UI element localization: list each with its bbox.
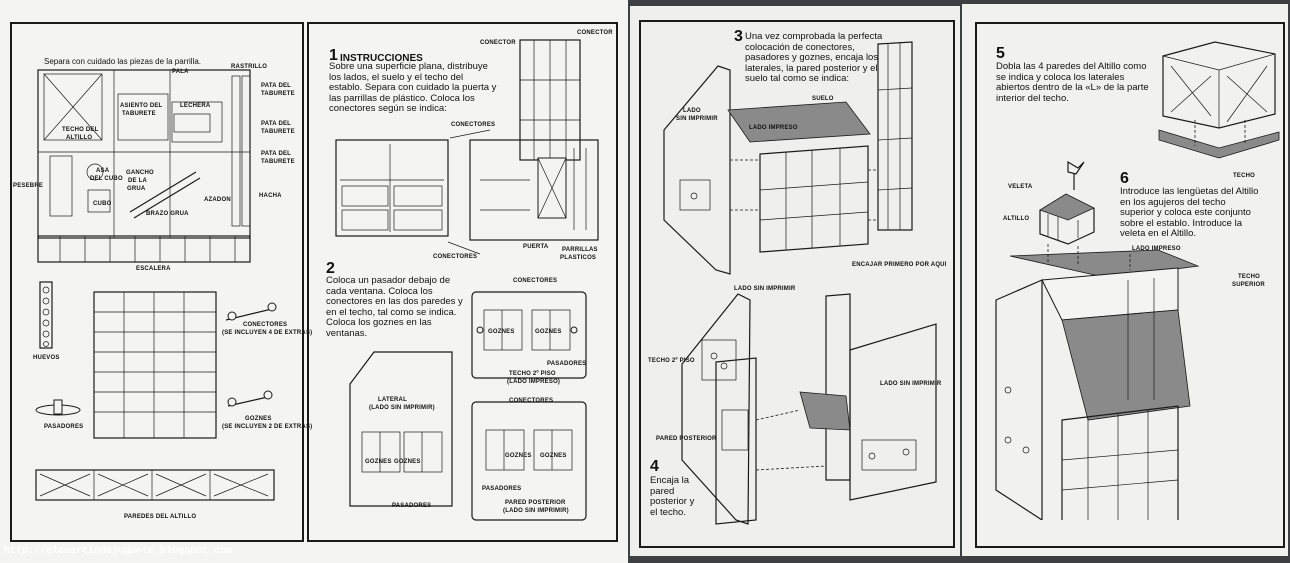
label-azadon: AZADON: [204, 197, 231, 203]
step-1-drawing: [335, 39, 599, 255]
label-encajar: ENCAJAR PRIMERO POR AQUI: [852, 262, 947, 268]
label-gancho-1: GANCHO: [126, 170, 154, 176]
step-5-drawing: [1158, 41, 1280, 159]
step-1-text: Sobre una superficie plana, distribuye l…: [329, 61, 497, 114]
label-plasticos: PLASTICOS: [560, 255, 597, 261]
label-goznes-c2: GOZNES: [540, 453, 567, 459]
label-lado-impreso-a: (LADO IMPRESO): [507, 379, 561, 385]
label-conector-b: CONECTOR: [577, 30, 613, 36]
label-lado-impreso-6: LADO IMPRESO: [1132, 246, 1181, 252]
label-conector-a: CONECTOR: [480, 40, 516, 46]
label-asa-1: ASA: [96, 168, 110, 174]
step-1-number: 1: [329, 47, 338, 64]
label-lado-2: SIN IMPRIMIR: [676, 116, 718, 122]
label-goznes: GOZNES: [245, 416, 272, 422]
label-goznes-c1: GOZNES: [505, 453, 532, 459]
label-conectores-note: (SE INCLUYEN 4 DE EXTRAS): [222, 330, 313, 336]
step-2-number: 2: [326, 260, 335, 277]
step-1-title: INSTRUCCIONES: [340, 53, 423, 64]
source-url: http://elcuartindejuguete.blogspot.com: [4, 546, 233, 557]
label-paredes-altillo: PAREDES DEL ALTILLO: [124, 514, 197, 520]
label-huevos: HUEVOS: [33, 355, 60, 361]
label-lado-sin-imprimir-top: LADO SIN IMPRIMIR: [734, 286, 796, 292]
label-lado-sin-imprimir-right: LADO SIN IMPRIMIR: [880, 381, 942, 387]
label-lado-1: LADO: [683, 108, 701, 114]
label-lado-impreso: LADO IMPRESO: [749, 125, 798, 131]
label-veleta: VELETA: [1008, 184, 1033, 190]
label-pared-posterior: PARED POSTERIOR: [505, 500, 566, 506]
label-techo-superior-2: SUPERIOR: [1232, 282, 1265, 288]
label-hacha: HACHA: [259, 193, 282, 199]
label-asa-2: DEL CUBO: [90, 176, 123, 182]
label-conectores-a: CONECTORES: [513, 278, 558, 284]
label-gancho-3: GRUA: [127, 186, 146, 192]
paper-middle: [630, 6, 960, 556]
parts-sprue-drawing: [35, 69, 277, 501]
label-asiento-1: ASIENTO DEL: [120, 103, 163, 109]
label-cubo: CUBO: [93, 201, 112, 207]
step-4-drawing: [681, 293, 937, 525]
label-taburete-3: TABURETE: [261, 159, 295, 165]
step-3-number: 3: [734, 28, 743, 45]
label-taburete-1: TABURETE: [261, 91, 295, 97]
label-parrillas: PARRILLAS: [562, 247, 598, 253]
label-techo-1: TECHO DEL: [62, 127, 99, 133]
panel-steps-5-6: [975, 22, 1285, 548]
label-pared-posterior-3: PARED POSTERIOR: [656, 436, 717, 442]
label-techo-2-piso: TECHO 2º PISO: [509, 371, 556, 377]
step-5-text: Dobla las 4 paredes del Altillo como se …: [996, 61, 1149, 104]
label-suelo: SUELO: [812, 96, 834, 102]
step-6-text: Introduce las lengüetas del Altillo en l…: [1120, 186, 1259, 239]
label-pesebre: PESEBRE: [13, 183, 44, 189]
panel-parts: [10, 22, 304, 542]
label-pata-2: PATA DEL: [261, 121, 292, 127]
label-techo-2-piso-3: TECHO 2º PISO: [648, 358, 695, 364]
label-pasadores-c: PASADORES: [482, 486, 522, 492]
label-goznes-a2: GOZNES: [535, 329, 562, 335]
step-4-text: Encaja la pared posterior y el techo.: [650, 475, 695, 518]
label-conectores-bottom: CONECTORES: [433, 254, 478, 260]
step-4-number: 4: [650, 458, 659, 475]
label-pasadores: PASADORES: [44, 424, 84, 430]
label-lado-sin-imprimir-a: (LADO SIN IMPRIMIR): [369, 405, 435, 411]
panel-steps-3-4: [639, 20, 955, 548]
label-goznes-note: (SE INCLUYEN 2 DE EXTRAS): [222, 424, 313, 430]
label-pasadores-a: PASADORES: [547, 361, 587, 367]
step-3-text: Una vez comprobada la perfecta colocació…: [745, 31, 883, 84]
label-conectores: CONECTORES: [243, 322, 288, 328]
panel-steps-1-2: [307, 22, 618, 542]
label-conectores-top: CONECTORES: [451, 122, 496, 128]
label-puerta: PUERTA: [523, 244, 549, 250]
label-techo-superior-1: TECHO: [1238, 274, 1260, 280]
step-2-text: Coloca un pasador debajo de cada ventana…: [326, 275, 463, 339]
label-goznes-b1: GOZNES: [365, 459, 392, 465]
label-pasadores-b: PASADORES: [392, 503, 432, 509]
step-5-number: 5: [996, 45, 1005, 62]
label-altillo: ALTILLO: [1003, 216, 1030, 222]
label-conectores-c: CONECTORES: [509, 398, 554, 404]
step-2-drawing: [349, 291, 587, 521]
label-pala: PALA: [172, 69, 189, 75]
label-goznes-a1: GOZNES: [488, 329, 515, 335]
label-gancho-2: DE LA: [128, 178, 147, 184]
label-pata-3: PATA DEL: [261, 151, 292, 157]
step-6-drawing: [995, 160, 1200, 520]
label-techo: TECHO: [1233, 173, 1255, 179]
label-rastrillo: RASTRILLO: [231, 64, 268, 70]
label-techo-2: ALTILLO: [66, 135, 93, 141]
label-escalera: ESCALERA: [136, 266, 171, 272]
label-lechera: LECHERA: [180, 103, 211, 109]
parts-heading: Separa con cuidado las piezas de la parr…: [44, 57, 201, 66]
label-taburete-2: TABURETE: [261, 129, 295, 135]
label-lateral: LATERAL: [378, 397, 407, 403]
label-brazo-grua: BRAZO GRUA: [146, 211, 189, 217]
label-pata-1: PATA DEL: [261, 83, 292, 89]
label-asiento-2: TABURETE: [122, 111, 156, 117]
label-goznes-b2: GOZNES: [394, 459, 421, 465]
step-6-number: 6: [1120, 170, 1129, 187]
paper-left: [0, 0, 628, 563]
step-3-drawing: [663, 41, 913, 275]
label-lado-sin-imprimir-c: (LADO SIN IMPRIMIR): [503, 508, 569, 514]
